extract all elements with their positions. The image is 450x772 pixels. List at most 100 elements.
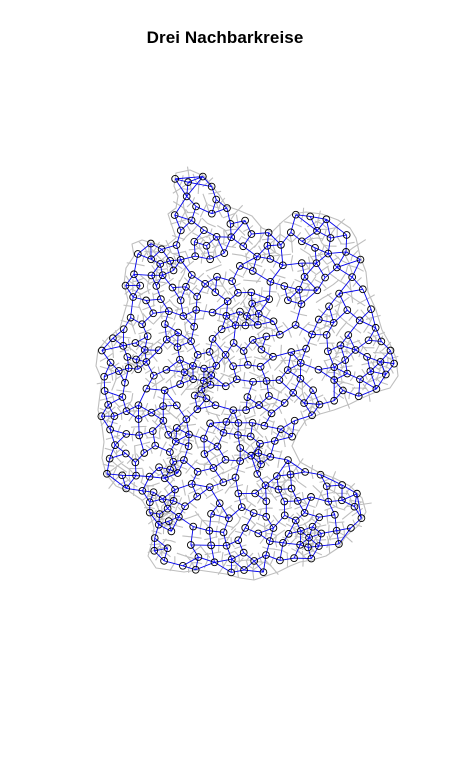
district-centroid — [222, 418, 231, 426]
district-boundary — [283, 479, 297, 483]
neighbour-edge — [164, 310, 170, 325]
district-boundary — [279, 233, 293, 243]
district-boundary — [160, 277, 174, 287]
neighbour-edge — [264, 425, 281, 430]
neighbour-edge — [340, 344, 356, 351]
district-boundary — [348, 386, 356, 400]
neighbour-edge — [193, 241, 196, 257]
district-boundary — [191, 218, 202, 233]
district-centroid — [254, 449, 263, 457]
district-boundary — [205, 343, 217, 347]
district-boundary — [157, 366, 164, 380]
neighbour-edge — [149, 492, 155, 503]
district-centroid — [247, 288, 256, 297]
neighbour-edge — [178, 516, 194, 527]
neighbour-edge — [216, 276, 233, 282]
neighbour-edge — [217, 432, 224, 447]
district-boundary — [215, 413, 221, 432]
neighbour-edge — [318, 319, 334, 324]
district-centroid — [200, 364, 208, 373]
neighbour-edge — [247, 396, 260, 406]
neighbour-edge — [256, 473, 266, 486]
district-boundary — [177, 454, 180, 465]
neighbour-edge — [231, 280, 239, 293]
district-centroid — [262, 551, 270, 559]
district-boundary — [176, 406, 190, 419]
district-centroid — [376, 357, 385, 366]
district-centroid — [179, 312, 188, 320]
district-boundary — [243, 225, 254, 233]
district-boundary — [331, 536, 345, 540]
neighbour-edge — [180, 255, 196, 261]
neighbour-edge — [295, 214, 318, 232]
neighbour-edge — [150, 258, 161, 265]
district-boundary — [140, 468, 144, 483]
district-boundary — [228, 290, 236, 302]
district-centroid — [206, 419, 214, 428]
neighbour-edge — [106, 473, 127, 489]
neighbour-edge — [226, 545, 233, 560]
district-centroid — [265, 295, 274, 304]
neighbour-edge — [225, 342, 234, 356]
district-boundary — [184, 321, 191, 339]
neighbour-edge — [225, 301, 229, 316]
district-boundary — [177, 418, 187, 429]
district-boundary — [182, 199, 189, 220]
neighbour-edge — [153, 310, 169, 314]
district-centroid — [201, 279, 209, 288]
district-centroid — [239, 548, 248, 557]
neighbour-edge — [203, 380, 211, 386]
district-centroid — [297, 300, 306, 308]
neighbour-edge — [213, 459, 226, 469]
district-centroid — [251, 489, 260, 498]
neighbour-edge — [128, 367, 139, 370]
district-centroid — [132, 471, 140, 480]
neighbour-edge — [187, 176, 203, 183]
district-centroid — [269, 352, 277, 361]
neighbour-edge — [303, 402, 313, 416]
district-centroid — [246, 432, 255, 441]
neighbour-edge — [177, 332, 179, 348]
neighbour-edge — [166, 339, 178, 348]
district-centroid — [304, 543, 312, 552]
district-boundary — [170, 432, 182, 435]
district-centroid — [243, 393, 252, 401]
district-centroid — [283, 366, 292, 374]
district-boundary — [379, 350, 392, 361]
district-boundary — [244, 244, 257, 257]
district-boundary — [229, 204, 244, 222]
neighbour-edge — [135, 342, 145, 351]
neighbour-edge — [183, 315, 195, 327]
neighbour-edge — [122, 329, 125, 346]
district-centroid — [300, 272, 309, 281]
district-centroid — [279, 538, 287, 547]
district-centroid — [206, 255, 215, 264]
district-boundary — [185, 459, 198, 474]
district-boundary — [175, 497, 183, 510]
district-boundary — [261, 238, 273, 241]
district-centroid — [308, 330, 316, 339]
neighbour-edge — [193, 526, 210, 532]
district-boundary — [202, 304, 208, 320]
district-boundary — [250, 444, 263, 455]
district-centroid — [266, 452, 275, 461]
district-centroid — [273, 472, 281, 480]
district-centroid — [114, 367, 123, 375]
neighbour-edge — [274, 429, 282, 442]
neighbour-edge — [310, 215, 327, 220]
district-centroid — [140, 449, 149, 457]
neighbour-edge — [154, 547, 168, 552]
neighbour-edge — [356, 493, 362, 519]
neighbour-edge — [135, 349, 146, 360]
neighbour-edge — [355, 349, 368, 358]
district-centroid — [219, 478, 228, 487]
neighbour-edge — [284, 514, 296, 521]
district-centroid — [119, 325, 128, 334]
district-boundary — [182, 229, 194, 242]
district-centroid — [162, 365, 171, 374]
district-boundary — [219, 307, 233, 310]
district-boundary — [262, 546, 275, 550]
district-boundary — [240, 401, 252, 406]
neighbour-edge — [121, 382, 126, 398]
neighbour-edge — [177, 346, 181, 360]
